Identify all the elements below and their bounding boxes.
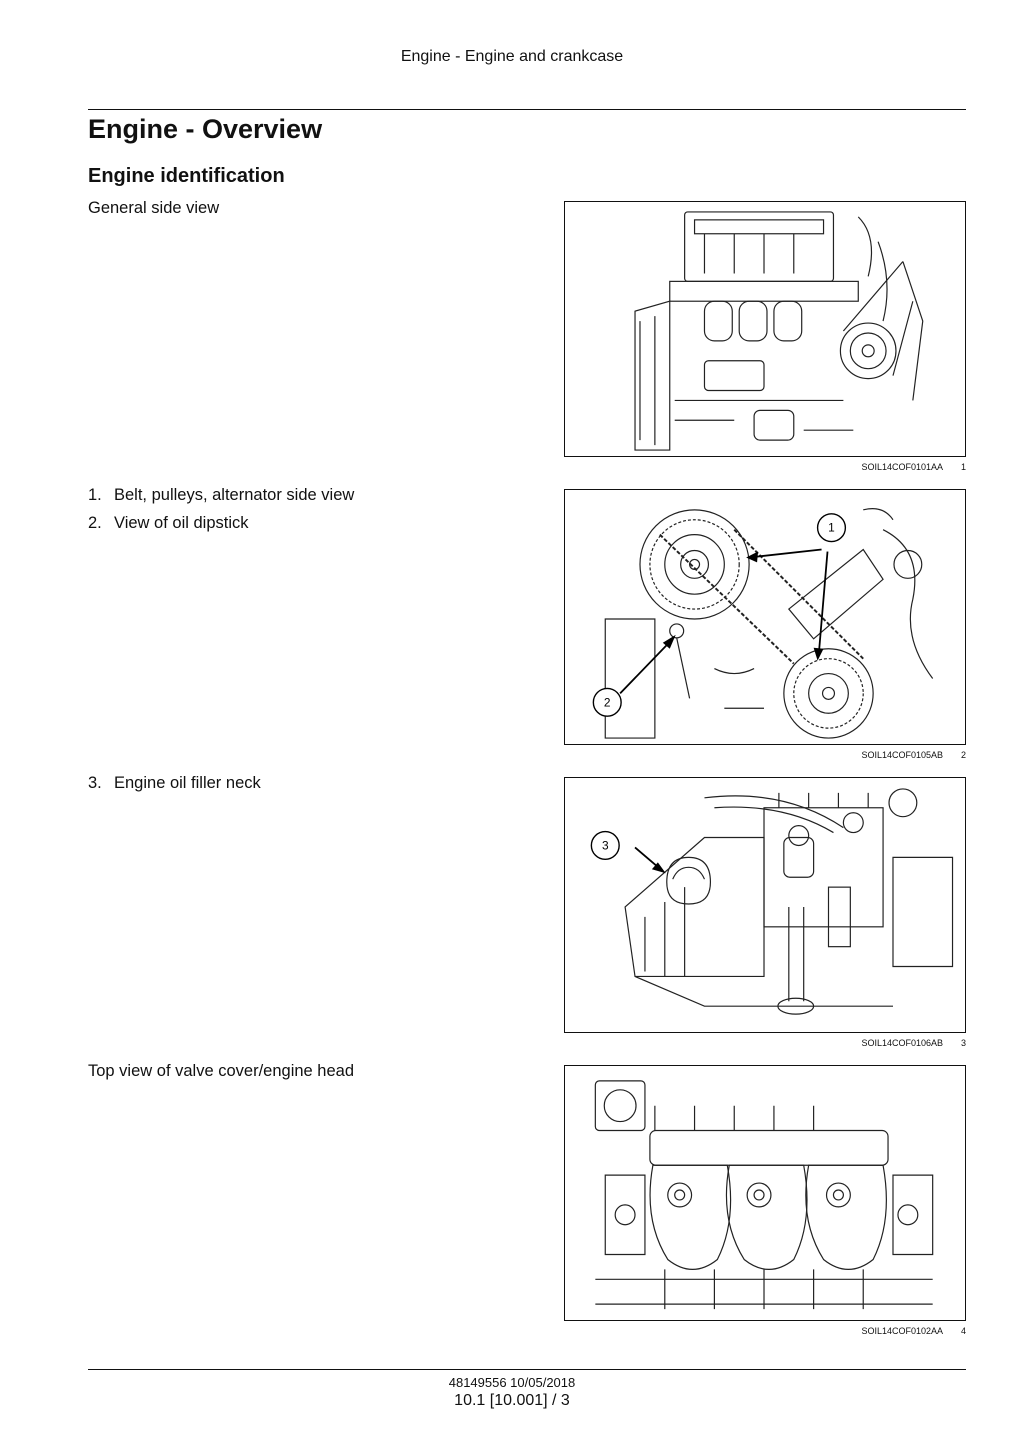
figure-number: 4 [960,1326,966,1336]
callout-3-label: 3 [602,838,609,852]
figure-code: SOIL14COF0105AB [861,750,943,760]
belt-pulley-illustration: 1 2 [592,508,934,739]
figure-code: SOIL14COF0101AA [861,462,943,472]
figure-oil-filler-neck: 3 [564,777,966,1033]
callout-1-label: 1 [828,521,835,535]
list-item-number: 3. [88,774,102,792]
callout-2-label: 2 [604,695,611,709]
valve-cover-illustration [594,1080,934,1310]
figure-number: 1 [960,462,966,472]
figure-caption: SOIL14COF0101AA 1 [564,462,966,472]
list-item: 3. Engine oil filler neck [88,774,261,793]
list-item: 2. View of oil dipstick [88,514,249,533]
header-rule [88,109,966,110]
figure-code: SOIL14COF0106AB [861,1038,943,1048]
footer-rule [88,1369,966,1370]
figure-top-view-valve-cover [564,1065,966,1321]
footer-doc-id: 48149556 10/05/2018 [448,1375,576,1390]
figure-general-side-view [564,201,966,457]
list-item-number: 2. [88,514,102,532]
list-item: 1. Belt, pulleys, alternator side view [88,486,354,505]
top-view-label: Top view of valve cover/engine head [88,1062,354,1080]
list-item-text: Belt, pulleys, alternator side view [114,486,355,504]
list-item-text: Engine oil filler neck [114,774,261,792]
list-item-text: View of oil dipstick [114,514,249,532]
list-item-number: 1. [88,486,102,504]
section-subtitle: Engine identification [88,165,285,187]
figure-caption: SOIL14COF0105AB 2 [564,750,966,760]
figure-caption: SOIL14COF0106AB 3 [564,1038,966,1048]
page-title: Engine - Overview [88,114,323,144]
engine-side-view-illustration [634,211,924,451]
running-header: Engine - Engine and crankcase [400,48,624,65]
figure-number: 3 [960,1038,966,1048]
figure-belt-pulleys-dipstick: 1 2 [564,489,966,745]
footer-page-number: 10.1 [10.001] / 3 [454,1392,570,1409]
oil-filler-illustration: 3 [590,788,954,1015]
figure-caption: SOIL14COF0102AA 4 [564,1326,966,1336]
figure-code: SOIL14COF0102AA [861,1326,943,1336]
general-side-view-label: General side view [88,199,220,217]
figure-number: 2 [960,750,966,760]
